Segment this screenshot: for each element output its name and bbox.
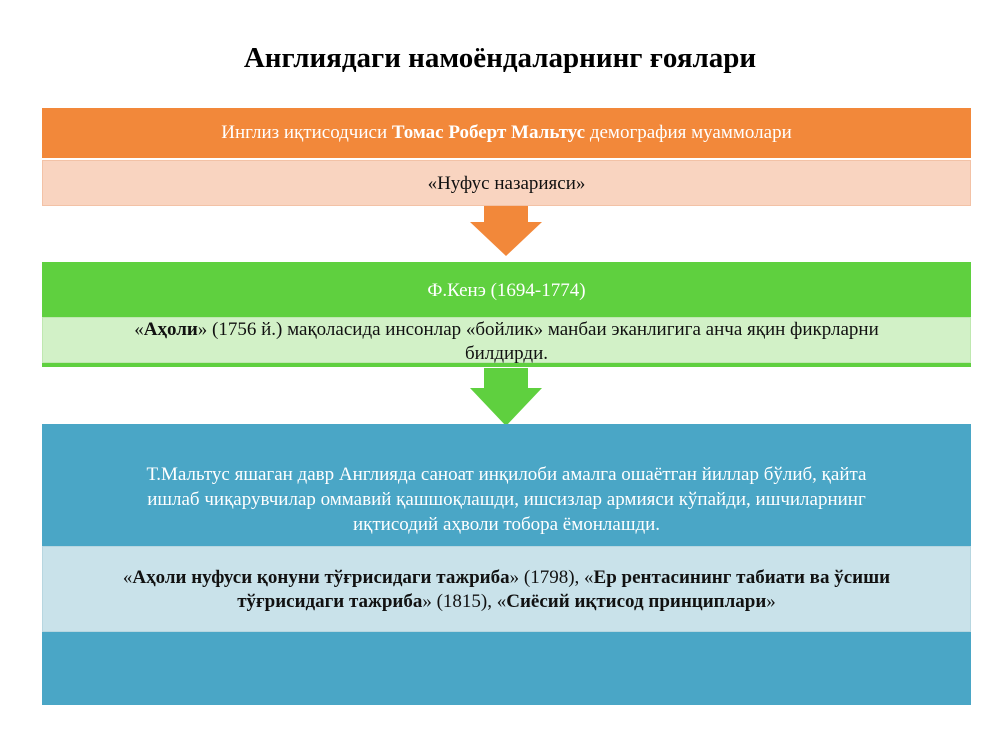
malthus-header-post: демография муаммолари	[585, 122, 792, 143]
arrow-down-icon	[470, 368, 542, 426]
quesnay-article-text: » (1756 й.) мақоласида инсонлар «бойлик»…	[197, 319, 879, 340]
page-title: Англиядаги намоёндаларнинг ғоялари	[243, 42, 757, 74]
arrow-down-icon	[470, 206, 542, 256]
malthus-header-pre: Инглиз иқтисодчиси	[221, 122, 392, 143]
quesnay-article-bar: «Аҳоли» (1756 й.) мақоласида инсонлар «б…	[42, 317, 971, 364]
quesnay-article-title: Аҳоли	[143, 319, 198, 340]
work-3-title: Сиёсий иқтисод принциплари	[506, 591, 767, 612]
malthus-era-text: Т.Мальтус яшаган давр Англияда саноат ин…	[60, 462, 953, 537]
malthus-works-line2: тўғрисидаги тажриба» (1815), «Сиёсий иқт…	[43, 590, 970, 614]
malthus-name: Томас Роберт Мальтус	[391, 122, 586, 143]
population-theory-label: «Нуфус назарияси»	[427, 173, 586, 194]
work-2-title-a: Ер рентасининг табиати ва ўсиши	[593, 567, 891, 588]
works-quote-open: «	[122, 567, 133, 588]
works-quote-close: »	[766, 591, 776, 612]
malthus-era-line2: ишлаб чиқарувчилар оммавий қашшоқлашди, …	[147, 489, 866, 510]
quesnay-article-line2: билдирди.	[465, 343, 548, 364]
malthus-header-bar: Инглиз иқтисодчиси Томас Роберт Мальтус …	[42, 108, 971, 158]
quesnay-quote-open: «	[134, 319, 144, 340]
quesnay-header-label: Ф.Кенэ (1694-1774)	[427, 280, 586, 301]
malthus-works-bar: «Аҳоли нуфуси қонуни тўғрисидаги тажриба…	[42, 546, 971, 632]
malthus-era-line3: иқтисодий аҳволи тобора ёмонлашди.	[352, 514, 661, 535]
work-1-year: » (1798), «	[509, 567, 594, 588]
work-1-title: Аҳоли нуфуси қонуни тўғрисидаги тажриба	[132, 567, 510, 588]
work-2-title-b: тўғрисидаги тажриба	[237, 591, 423, 612]
population-theory-bar: «Нуфус назарияси»	[42, 160, 971, 206]
malthus-era-line1: Т.Мальтус яшаган давр Англияда саноат ин…	[146, 464, 867, 485]
quesnay-article-line1: «Аҳоли» (1756 й.) мақоласида инсонлар «б…	[43, 318, 970, 342]
work-2-year: » (1815), «	[422, 591, 507, 612]
malthus-works-line1: «Аҳоли нуфуси қонуни тўғрисидаги тажриба…	[43, 566, 970, 590]
